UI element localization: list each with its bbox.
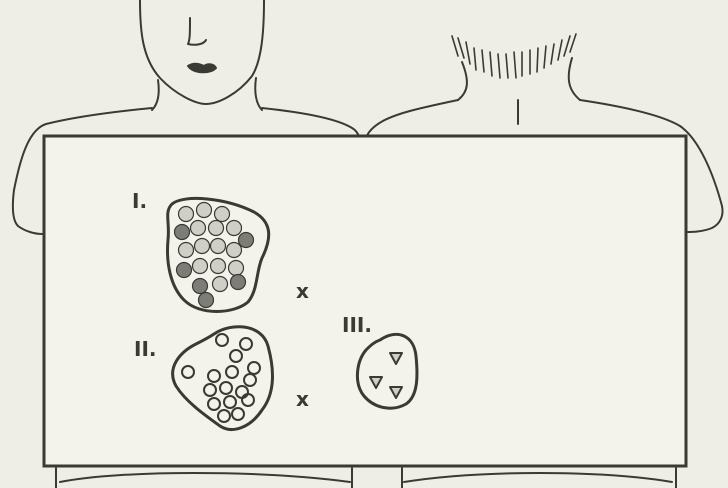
group-1-dot [213, 277, 228, 292]
group-1-dot [227, 221, 242, 236]
right-shoulders [366, 100, 458, 138]
left-neck [152, 80, 159, 110]
group-1-dot [199, 293, 214, 308]
right-neck-left [458, 62, 467, 100]
group-1-dot [211, 259, 226, 274]
lower-body-lines [56, 468, 676, 488]
group-1-dot [215, 207, 230, 222]
left-nose [188, 18, 206, 45]
cross-operator-1: x [296, 279, 309, 303]
group-1-dot [191, 221, 206, 236]
group-2-label: II. [134, 337, 156, 361]
right-neck-right [569, 58, 580, 100]
board [44, 136, 686, 466]
cross-operator-2: x [296, 387, 309, 411]
right-hair [452, 34, 576, 78]
group-1-dot [195, 239, 210, 254]
group-1-dot [231, 275, 246, 290]
group-1-dot [227, 243, 242, 258]
group-1-dot [239, 233, 254, 248]
group-3-label: III. [342, 313, 372, 337]
left-shoulder-right [262, 108, 360, 138]
group-1-dot [209, 221, 224, 236]
group-1-dot [179, 243, 194, 258]
group-1-dot [211, 239, 226, 254]
group-1-dot [179, 207, 194, 222]
group-1-dot [193, 259, 208, 274]
left-mouth [188, 64, 216, 73]
group-1-label: I. [132, 189, 147, 213]
group-1-dot [193, 279, 208, 294]
group-1-dot [197, 203, 212, 218]
group-1-dot [175, 225, 190, 240]
group-1-dot [229, 261, 244, 276]
group-1-dot [177, 263, 192, 278]
left-neck-right [255, 78, 262, 110]
